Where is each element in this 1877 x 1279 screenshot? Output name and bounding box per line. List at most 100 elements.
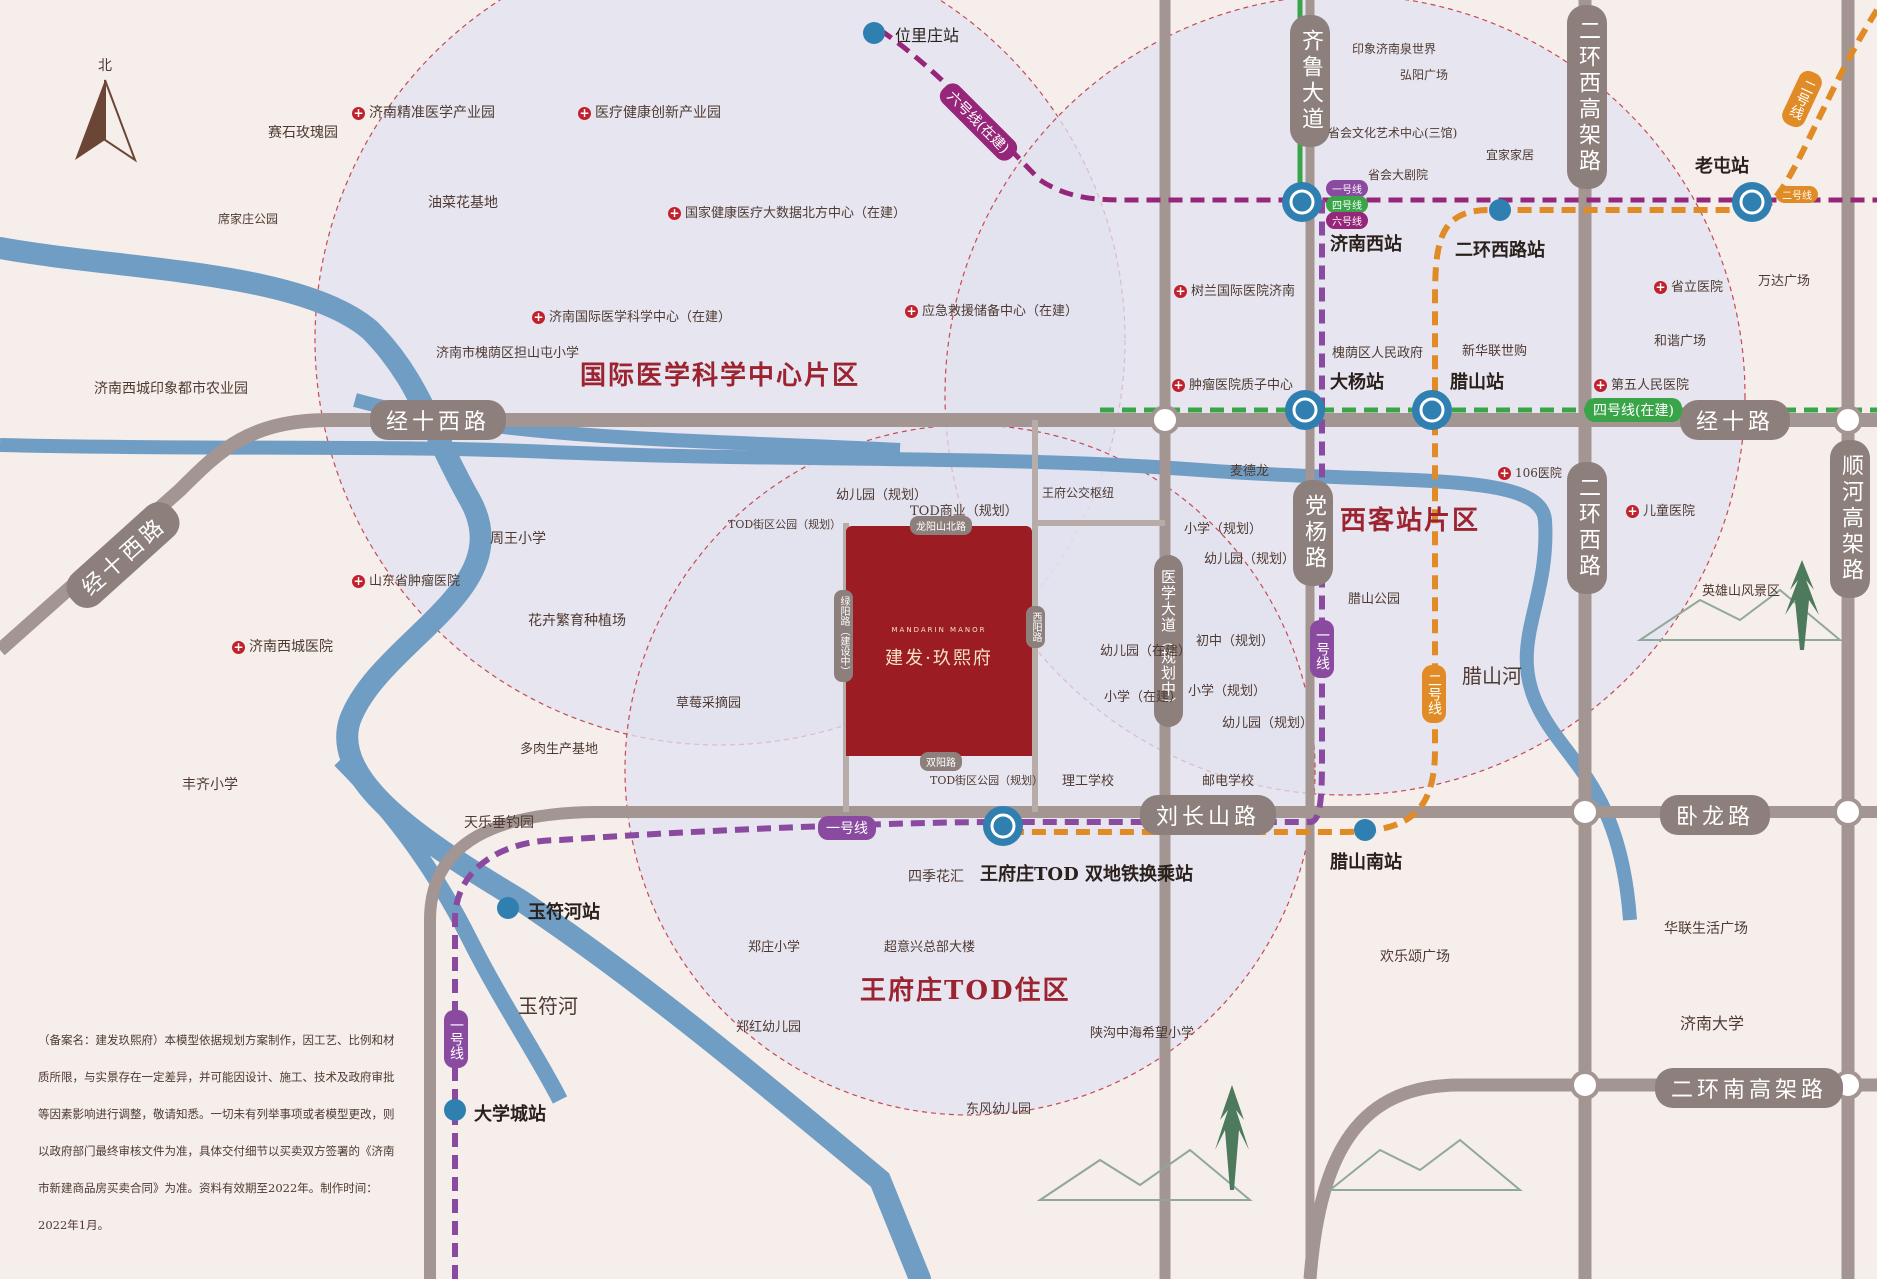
water-yufu: 玉符河 <box>518 994 578 1018</box>
poi-wangfu-bus: 王府公交枢纽 <box>1042 486 1115 500</box>
poi-zhenghong: 郑红幼儿园 <box>736 1020 802 1035</box>
line-label-line1-h: 一号线 <box>818 816 876 840</box>
station-yufuhe[interactable]: 玉符河站 <box>528 902 600 923</box>
station-wangfuzhuang[interactable]: 王府庄TOD 双地铁换乘站 <box>980 864 1193 885</box>
poi-children-hosp: 儿童医院 <box>1626 500 1695 519</box>
poi-tumor-proton: 肿瘤医院质子中心 <box>1172 374 1293 393</box>
poi-tianle: 天乐垂钓园 <box>464 815 534 831</box>
mountain-decor-3 <box>1636 588 1843 641</box>
poi-jinan-precision: 济南精准医学产业园 <box>352 102 495 122</box>
district-medical: 国际医学科学中心片区 <box>580 361 861 391</box>
mountain-decor-1 <box>1036 1148 1253 1201</box>
poi-danshantun: 济南市槐荫区担山屯小学 <box>436 346 580 361</box>
poi-hongyang: 弘阳广场 <box>1400 68 1449 82</box>
yufu-river <box>0 237 931 1279</box>
poi-saishi-rose: 赛石玫瑰园 <box>268 125 338 141</box>
road-erhuan-south <box>1303 1078 1877 1279</box>
poi-yijia: 宜家家居 <box>1486 148 1535 162</box>
project-name-en: MANDARIN MANOR <box>891 626 987 634</box>
poi-tod-commerce: TOD商业（规划） <box>910 504 1018 519</box>
poi-kindergarten-plan2: 幼儿园（规划） <box>1204 552 1296 567</box>
station-marker-weiwangzhuang <box>863 22 885 44</box>
road-label-shuangyong: 双阳路 <box>920 752 962 771</box>
poi-lashan-park: 腊山公园 <box>1348 592 1401 607</box>
tree-decor-2 <box>1785 560 1819 650</box>
station-marker-wangfuzhuang <box>983 806 1023 846</box>
station-marker-lashan <box>1412 390 1452 430</box>
line-label-line1-sw: 一号线 <box>444 1010 468 1068</box>
badge-line6: 六号线 <box>1326 212 1368 229</box>
road-label-yangjiang: 绿阳路（建设中） <box>834 590 853 682</box>
poi-hexie: 和谐广场 <box>1654 334 1707 349</box>
station-marker-daxuecheng <box>444 1099 466 1121</box>
road-label-dangyang: 党杨路 <box>1293 480 1333 586</box>
poi-jinan-univ: 济南大学 <box>1680 1014 1745 1033</box>
poi-grand-theater: 省会大剧院 <box>1368 168 1429 182</box>
station-marker-dayang <box>1285 390 1325 430</box>
station-jinanxi[interactable]: 济南西站 <box>1330 234 1402 255</box>
road-label-jingshi-west: 经十西路 <box>370 400 507 440</box>
station-lashannan[interactable]: 腊山南站 <box>1330 852 1402 873</box>
poi-shulan: 树兰国际医院济南 <box>1174 280 1295 299</box>
road-label-erhuan-west: 二环西路 <box>1567 462 1607 594</box>
badge-line1: 一号线 <box>1326 180 1368 197</box>
north-arrow-icon <box>75 79 138 163</box>
lashan-river <box>0 438 1637 921</box>
district-xike: 西客站片区 <box>1340 506 1481 536</box>
station-dayang[interactable]: 大杨站 <box>1330 372 1384 393</box>
poi-kindergarten-plan1: 幼儿园（规划） <box>836 488 928 503</box>
poi-bigdata: 国家健康医疗大数据北方中心（在建） <box>668 202 906 221</box>
station-weiwangzhuang[interactable]: 位里庄站 <box>895 26 960 45</box>
road-label-erhuan-west-elevated: 二环西高架路 <box>1567 5 1607 189</box>
poi-ligong: 理工学校 <box>1062 774 1115 789</box>
road-label-yixue: 医学大道（规划中） <box>1154 555 1183 727</box>
road-label-yuansheng: 龙阳山北路 <box>910 516 972 535</box>
poi-caomei: 草莓采摘园 <box>676 696 742 711</box>
station-marker-laotun <box>1732 182 1772 222</box>
line-label-line4: 四号线(在建) <box>1585 398 1682 422</box>
poi-hosp106: 106医院 <box>1498 464 1562 481</box>
poi-kindergarten-plan3: 幼儿园（规划） <box>1222 716 1314 731</box>
poi-jinan-west-hosp: 济南西城医院 <box>232 636 333 656</box>
poi-wanda: 万达广场 <box>1758 274 1811 289</box>
poi-zhengzhuang: 郑庄小学 <box>748 940 801 955</box>
poi-provincial-hosp: 省立医院 <box>1654 276 1723 295</box>
poi-duorou: 多肉生产基地 <box>520 742 599 757</box>
road-label-jingshi: 经十路 <box>1680 400 1791 440</box>
poi-provincial-culture: 省会文化艺术中心(三馆) <box>1328 126 1458 140</box>
line-label-line1-v: 一号线 <box>1310 620 1334 678</box>
poi-youcai: 油菜花基地 <box>428 195 498 211</box>
road-label-shunhe: 顺河高架路 <box>1830 440 1870 598</box>
project-site[interactable]: MANDARIN MANOR 建发·玖熙府 <box>846 526 1032 756</box>
badge-line2: 二号线 <box>1776 186 1818 203</box>
poi-huahui: 花卉繁育种植场 <box>528 613 626 629</box>
poi-yingxiongshan: 英雄山风景区 <box>1702 584 1781 599</box>
project-name: 建发·玖熙府 <box>885 648 993 669</box>
north-label: 北 <box>98 58 112 74</box>
station-laotun[interactable]: 老屯站 <box>1695 156 1749 177</box>
poi-medical-innov: 医疗健康创新产业园 <box>578 102 721 122</box>
compass: 北 <box>70 55 140 169</box>
poi-tod-park1: TOD街区公园（规划） <box>728 518 842 531</box>
disclaimer: （备案名：建发玖熙府）本模型依据规划方案制作，因工艺、比例和材质所限，与实景存在… <box>38 1033 395 1232</box>
road-label-erhuan-south: 二环南高架路 <box>1655 1068 1844 1108</box>
poi-emergency: 应急救援储备中心（在建） <box>905 300 1078 319</box>
poi-shandong-tumor: 山东省肿瘤医院 <box>352 570 460 589</box>
poi-shaangou: 陕沟中海希望小学 <box>1090 1026 1195 1041</box>
poi-junior-plan: 初中（规划） <box>1196 634 1275 649</box>
poi-yinxiang-jinan: 印象济南泉世界 <box>1352 42 1437 56</box>
metro-line6 <box>878 27 1877 203</box>
station-daxuecheng[interactable]: 大学城站 <box>474 1104 546 1125</box>
station-marker-lashannan <box>1354 819 1376 841</box>
station-lashan[interactable]: 腊山站 <box>1450 372 1504 393</box>
road-label-xiyang: 西阳路 <box>1026 606 1045 648</box>
poi-kindergarten-build: 幼儿园（在建） <box>1100 644 1192 659</box>
road-label-jilu: 齐鲁大道 <box>1290 15 1330 147</box>
station-erhuanxi[interactable]: 二环西路站 <box>1455 240 1545 261</box>
poi-siji: 四季花汇 <box>908 869 964 885</box>
poi-primary-plan2: 小学（规划） <box>1188 684 1267 699</box>
poi-zhouwang: 周王小学 <box>490 531 546 547</box>
river-branch <box>334 754 568 1104</box>
metro-line2 <box>1000 8 1877 835</box>
